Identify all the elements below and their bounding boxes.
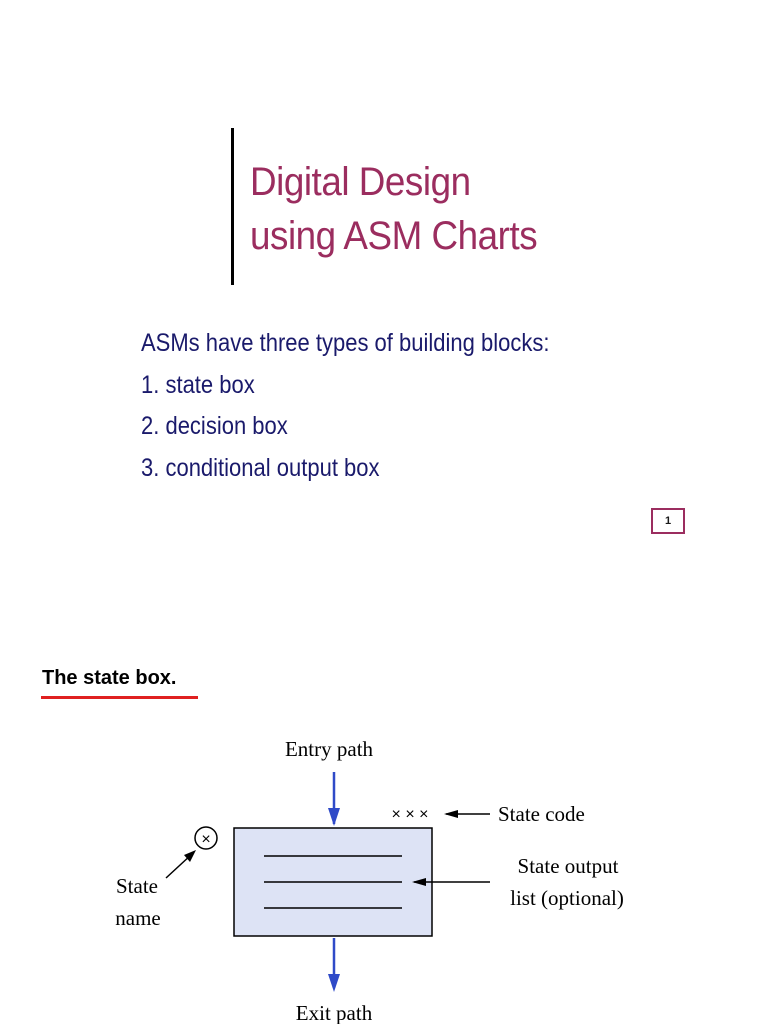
state-code-arrowhead bbox=[444, 810, 458, 818]
heading-underline bbox=[41, 696, 198, 699]
exit-arrowhead bbox=[328, 974, 340, 992]
title-line-2: using ASM Charts bbox=[250, 214, 538, 258]
section-heading: The state box. bbox=[42, 667, 177, 689]
state-name-symbol bbox=[194, 826, 218, 850]
state-code-marks: × × × bbox=[392, 806, 429, 823]
entry-path-label: Entry path bbox=[285, 737, 374, 761]
exit-path-label: Exit path bbox=[296, 1001, 373, 1024]
entry-arrowhead bbox=[328, 808, 340, 826]
state-name-symbol-mark: × bbox=[201, 831, 210, 848]
list-item: 2. decision box bbox=[141, 412, 288, 440]
state-output-label-2: list (optional) bbox=[510, 886, 624, 910]
state-name-label-2: name bbox=[115, 906, 160, 930]
page-title: Digital Design using ASM Charts bbox=[250, 155, 538, 263]
title-line-1: Digital Design bbox=[250, 160, 471, 204]
state-name-label-1: State bbox=[116, 874, 158, 898]
state-code-label: State code bbox=[498, 802, 585, 826]
title-divider bbox=[231, 128, 234, 285]
intro-lead: ASMs have three types of building blocks… bbox=[141, 329, 550, 357]
intro-list: ASMs have three types of building blocks… bbox=[141, 323, 549, 489]
list-item: 3. conditional output box bbox=[141, 453, 380, 482]
state-output-label-1: State output bbox=[518, 854, 619, 878]
list-item: 1. state box bbox=[141, 370, 255, 399]
state-name-arrowhead bbox=[184, 850, 196, 862]
state-output-arrowhead bbox=[412, 878, 426, 886]
page-number: 1 bbox=[651, 508, 685, 534]
